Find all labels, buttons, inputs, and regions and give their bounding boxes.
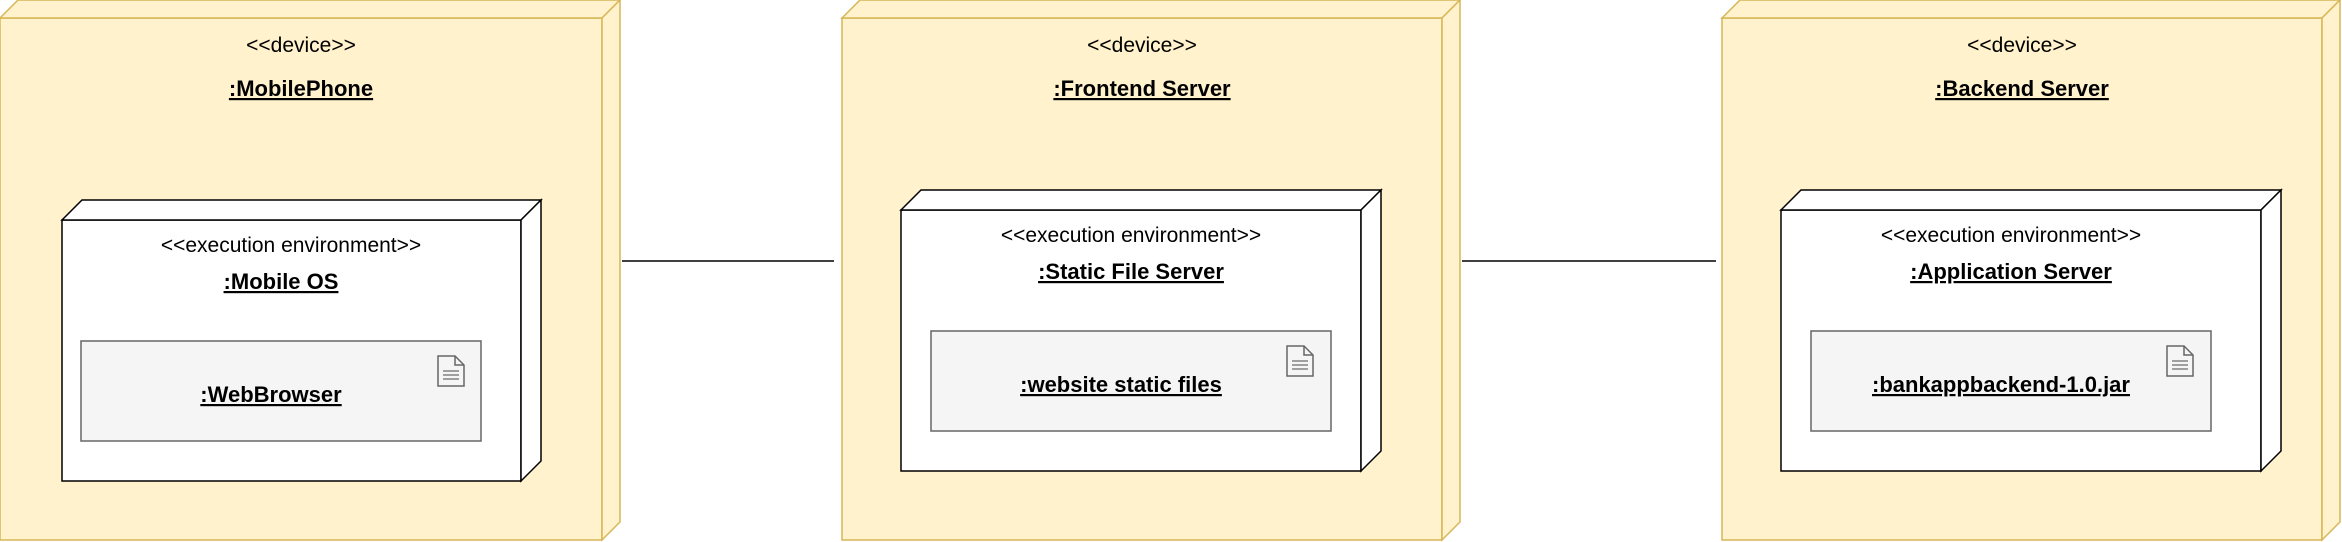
env-name: :Mobile OS [224, 269, 339, 294]
env-stereotype: <<execution environment>> [1001, 224, 1261, 247]
execution-environment-application-server[interactable]: <<execution environment>> :Application S… [1779, 188, 2283, 473]
document-icon [1286, 345, 1314, 377]
artifact-bankappbackend-jar[interactable]: :bankappbackend-1.0.jar [1810, 330, 2212, 432]
device-name: :Frontend Server [1053, 76, 1231, 101]
device-node-backend-server[interactable]: <<device>> :Backend Server <<execution e… [1720, 0, 2342, 542]
artifact-name: :WebBrowser [200, 382, 342, 407]
execution-environment-static-file-server[interactable]: <<execution environment>> :Static File S… [899, 188, 1383, 473]
device-node-mobile-phone[interactable]: <<device>> :MobilePhone <<execution envi… [0, 0, 622, 542]
document-icon [437, 355, 465, 387]
env-name: :Static File Server [1038, 259, 1224, 284]
device-name: :Backend Server [1935, 76, 2109, 101]
execution-environment-mobile-os[interactable]: <<execution environment>> :Mobile OS :We… [60, 198, 543, 483]
device-name: :MobilePhone [229, 76, 373, 101]
artifact-name: :website static files [1020, 372, 1222, 397]
device-node-frontend-server[interactable]: <<device>> :Frontend Server <<execution … [840, 0, 1462, 542]
artifact-webbrowser[interactable]: :WebBrowser [80, 340, 482, 442]
artifact-website-static-files[interactable]: :website static files [930, 330, 1332, 432]
device-stereotype: <<device>> [246, 34, 356, 57]
env-stereotype: <<execution environment>> [161, 234, 421, 257]
env-stereotype: <<execution environment>> [1881, 224, 2141, 247]
device-stereotype: <<device>> [1967, 34, 2077, 57]
env-name: :Application Server [1910, 259, 2112, 284]
device-stereotype: <<device>> [1087, 34, 1197, 57]
document-icon [2166, 345, 2194, 377]
artifact-name: :bankappbackend-1.0.jar [1872, 372, 2130, 397]
